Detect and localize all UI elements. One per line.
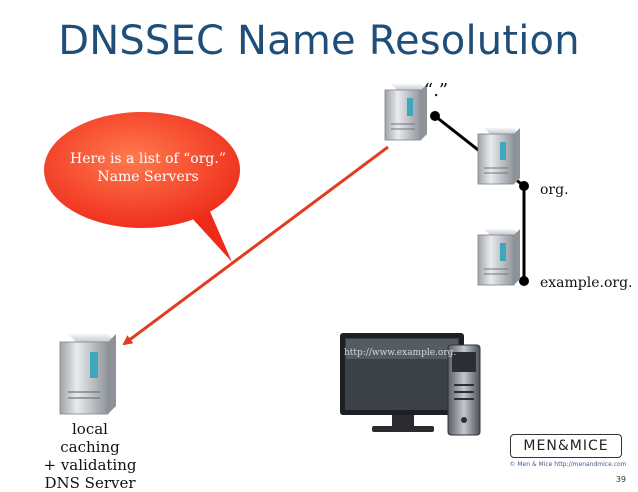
local-caption-line-1: local caching: [40, 420, 140, 456]
page-number: 39: [596, 475, 626, 484]
org-server-label: org.: [540, 182, 569, 198]
example-server-icon: [478, 229, 520, 285]
local-caption-line-3: DNS Server: [40, 474, 140, 492]
bubble-line-2: Name Servers: [58, 168, 238, 186]
copyright-text: © Men & Mice http://menandmice.com: [508, 461, 628, 468]
browser-url: http://www.example.org.: [344, 348, 456, 358]
root-node-dot: [430, 111, 440, 121]
local-server-caption: local caching + validating DNS Server: [40, 420, 140, 492]
bubble-line-1: Here is a list of “org.”: [58, 150, 238, 168]
example-server-label: example.org.: [540, 275, 633, 291]
root-server-icon: [385, 84, 427, 140]
speech-bubble: [44, 112, 240, 262]
example-node-dot: [519, 276, 529, 286]
men-and-mice-logo: MEN&MICE: [510, 434, 622, 458]
local-caption-line-2: + validating: [40, 456, 140, 474]
org-server-icon: [478, 128, 520, 184]
root-server-label: “.”: [424, 80, 448, 101]
bubble-text: Here is a list of “org.” Name Servers: [58, 150, 238, 186]
local-server-icon: [60, 334, 116, 414]
tower-pc-icon: [448, 345, 480, 435]
org-node-dot: [519, 181, 529, 191]
